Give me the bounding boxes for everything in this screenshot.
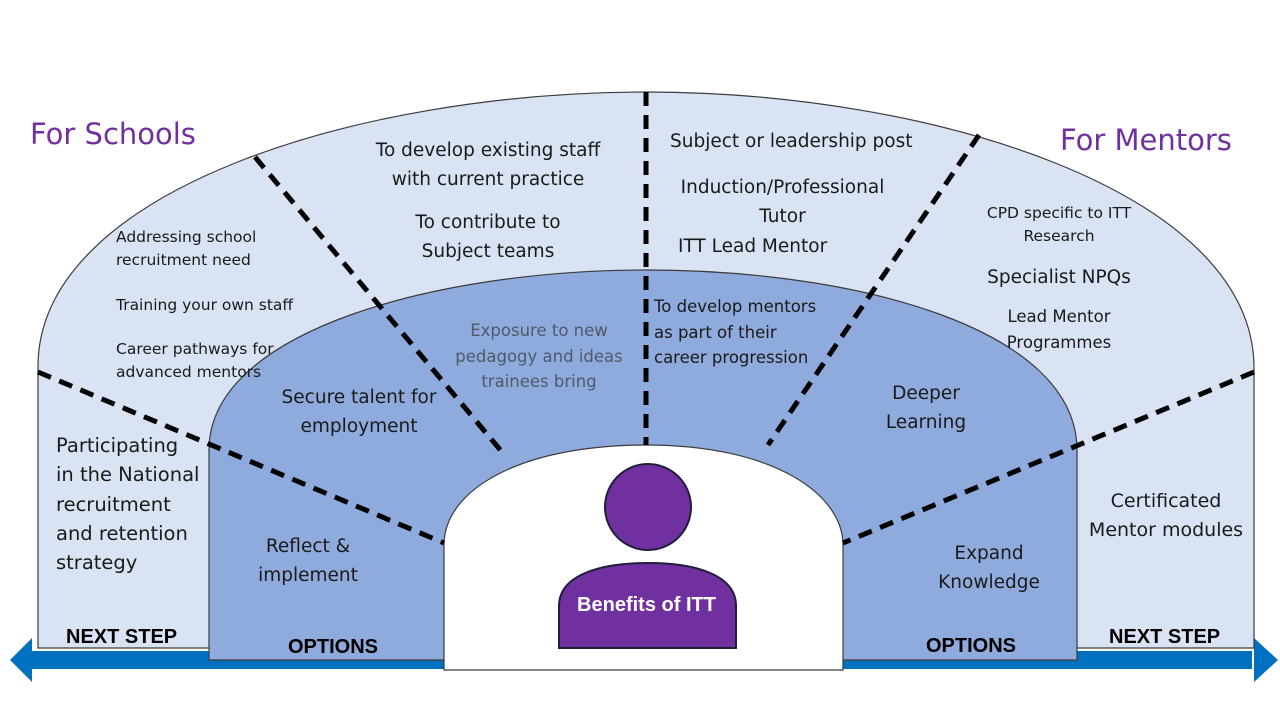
person-icon xyxy=(558,463,737,649)
text-line: in the National xyxy=(56,463,200,487)
outer-mentors-right-lead: Lead Mentor Programmes xyxy=(960,304,1158,355)
side-left-text: Participating in the National recruitmen… xyxy=(56,431,199,577)
text-line: Subject teams xyxy=(421,241,555,263)
text-line: career progression xyxy=(654,348,809,368)
text-line: recruitment xyxy=(56,492,171,516)
center-arch xyxy=(443,444,844,671)
text-line: Deeper xyxy=(892,383,960,404)
inner-secure-talent-text: Secure talent for employment xyxy=(268,384,450,441)
inner-develop-mentors-text: To develop mentors as part of their care… xyxy=(654,294,816,371)
text-line: Programmes xyxy=(1006,332,1112,352)
label-options-right: OPTIONS xyxy=(926,635,1017,657)
text-line: and retention xyxy=(56,521,188,545)
text-line: Certificated xyxy=(1110,490,1222,512)
text-line: employment xyxy=(300,415,418,437)
text-line: Lead Mentor xyxy=(1007,307,1111,326)
text-line: Knowledge xyxy=(938,571,1040,593)
outer-schools-left-text: Addressing school recruitment need Train… xyxy=(116,226,293,384)
text-line: To contribute to xyxy=(415,212,561,234)
text-line: Addressing school xyxy=(116,228,257,246)
dashed-dividers xyxy=(37,92,1255,546)
text-line: Mentor modules xyxy=(1088,518,1244,541)
text-line: Learning xyxy=(885,411,967,433)
inner-exposure-text: Exposure to new pedagogy and ideas train… xyxy=(440,318,638,395)
text-line: To develop mentors xyxy=(654,297,817,316)
text-line: implement xyxy=(258,564,358,586)
inner-reflect-text: Reflect & implement xyxy=(240,533,376,590)
outer-mentors-top-text: Subject or leadership post xyxy=(670,128,913,157)
outer-mentors-top-text-2: Induction/Professional Tutor xyxy=(660,174,905,231)
text-line: advanced mentors xyxy=(116,363,262,381)
text-line: Participating xyxy=(56,434,179,457)
text-line: recruitment need xyxy=(116,251,251,270)
text-line: Exposure to new xyxy=(470,321,608,340)
text-line: Research xyxy=(1023,227,1095,246)
text-line: Subject or leadership post xyxy=(670,131,913,152)
text-line: Career pathways for xyxy=(116,339,274,358)
outer-schools-top-text: To develop existing staff with current p… xyxy=(350,137,626,267)
text-line: trainees bring xyxy=(481,372,597,392)
outer-mentors-right-text: CPD specific to ITT Research xyxy=(945,202,1173,249)
benefits-of-itt-label: Benefits of ITT xyxy=(577,594,716,616)
side-right-text: Certificated Mentor modules xyxy=(1078,487,1254,544)
text-line: as part of their xyxy=(654,322,777,342)
text-line: To develop existing staff xyxy=(375,140,601,161)
outer-mentors-right-npqs: Specialist NPQs xyxy=(960,264,1158,293)
text-line: Expand xyxy=(954,543,1024,564)
inner-expand-text: Expand Knowledge xyxy=(925,540,1053,597)
text-line: with current practice xyxy=(391,168,585,190)
label-options-left: OPTIONS xyxy=(288,636,379,658)
text-line: pedagogy and ideas xyxy=(455,346,623,366)
text-line: Specialist NPQs xyxy=(987,267,1131,288)
label-next-step-right: NEXT STEP xyxy=(1109,626,1221,648)
outer-mentors-top-text-3: ITT Lead Mentor xyxy=(678,233,827,262)
text-line: CPD specific to ITT xyxy=(986,204,1132,222)
label-next-step-left: NEXT STEP xyxy=(66,626,178,648)
text-line: Secure talent for xyxy=(281,387,437,408)
text-line: Training your own staff xyxy=(116,295,294,314)
text-line: ITT Lead Mentor xyxy=(678,236,828,257)
heading-for-schools: For Schools xyxy=(30,117,196,151)
text-line: Induction/Professional xyxy=(680,177,885,198)
text-line: Reflect & xyxy=(265,536,351,557)
text-line: Tutor xyxy=(759,205,806,227)
text-line: strategy xyxy=(56,551,138,574)
inner-deeper-learning-text: Deeper Learning xyxy=(866,380,986,437)
heading-for-mentors: For Mentors xyxy=(1060,123,1232,157)
